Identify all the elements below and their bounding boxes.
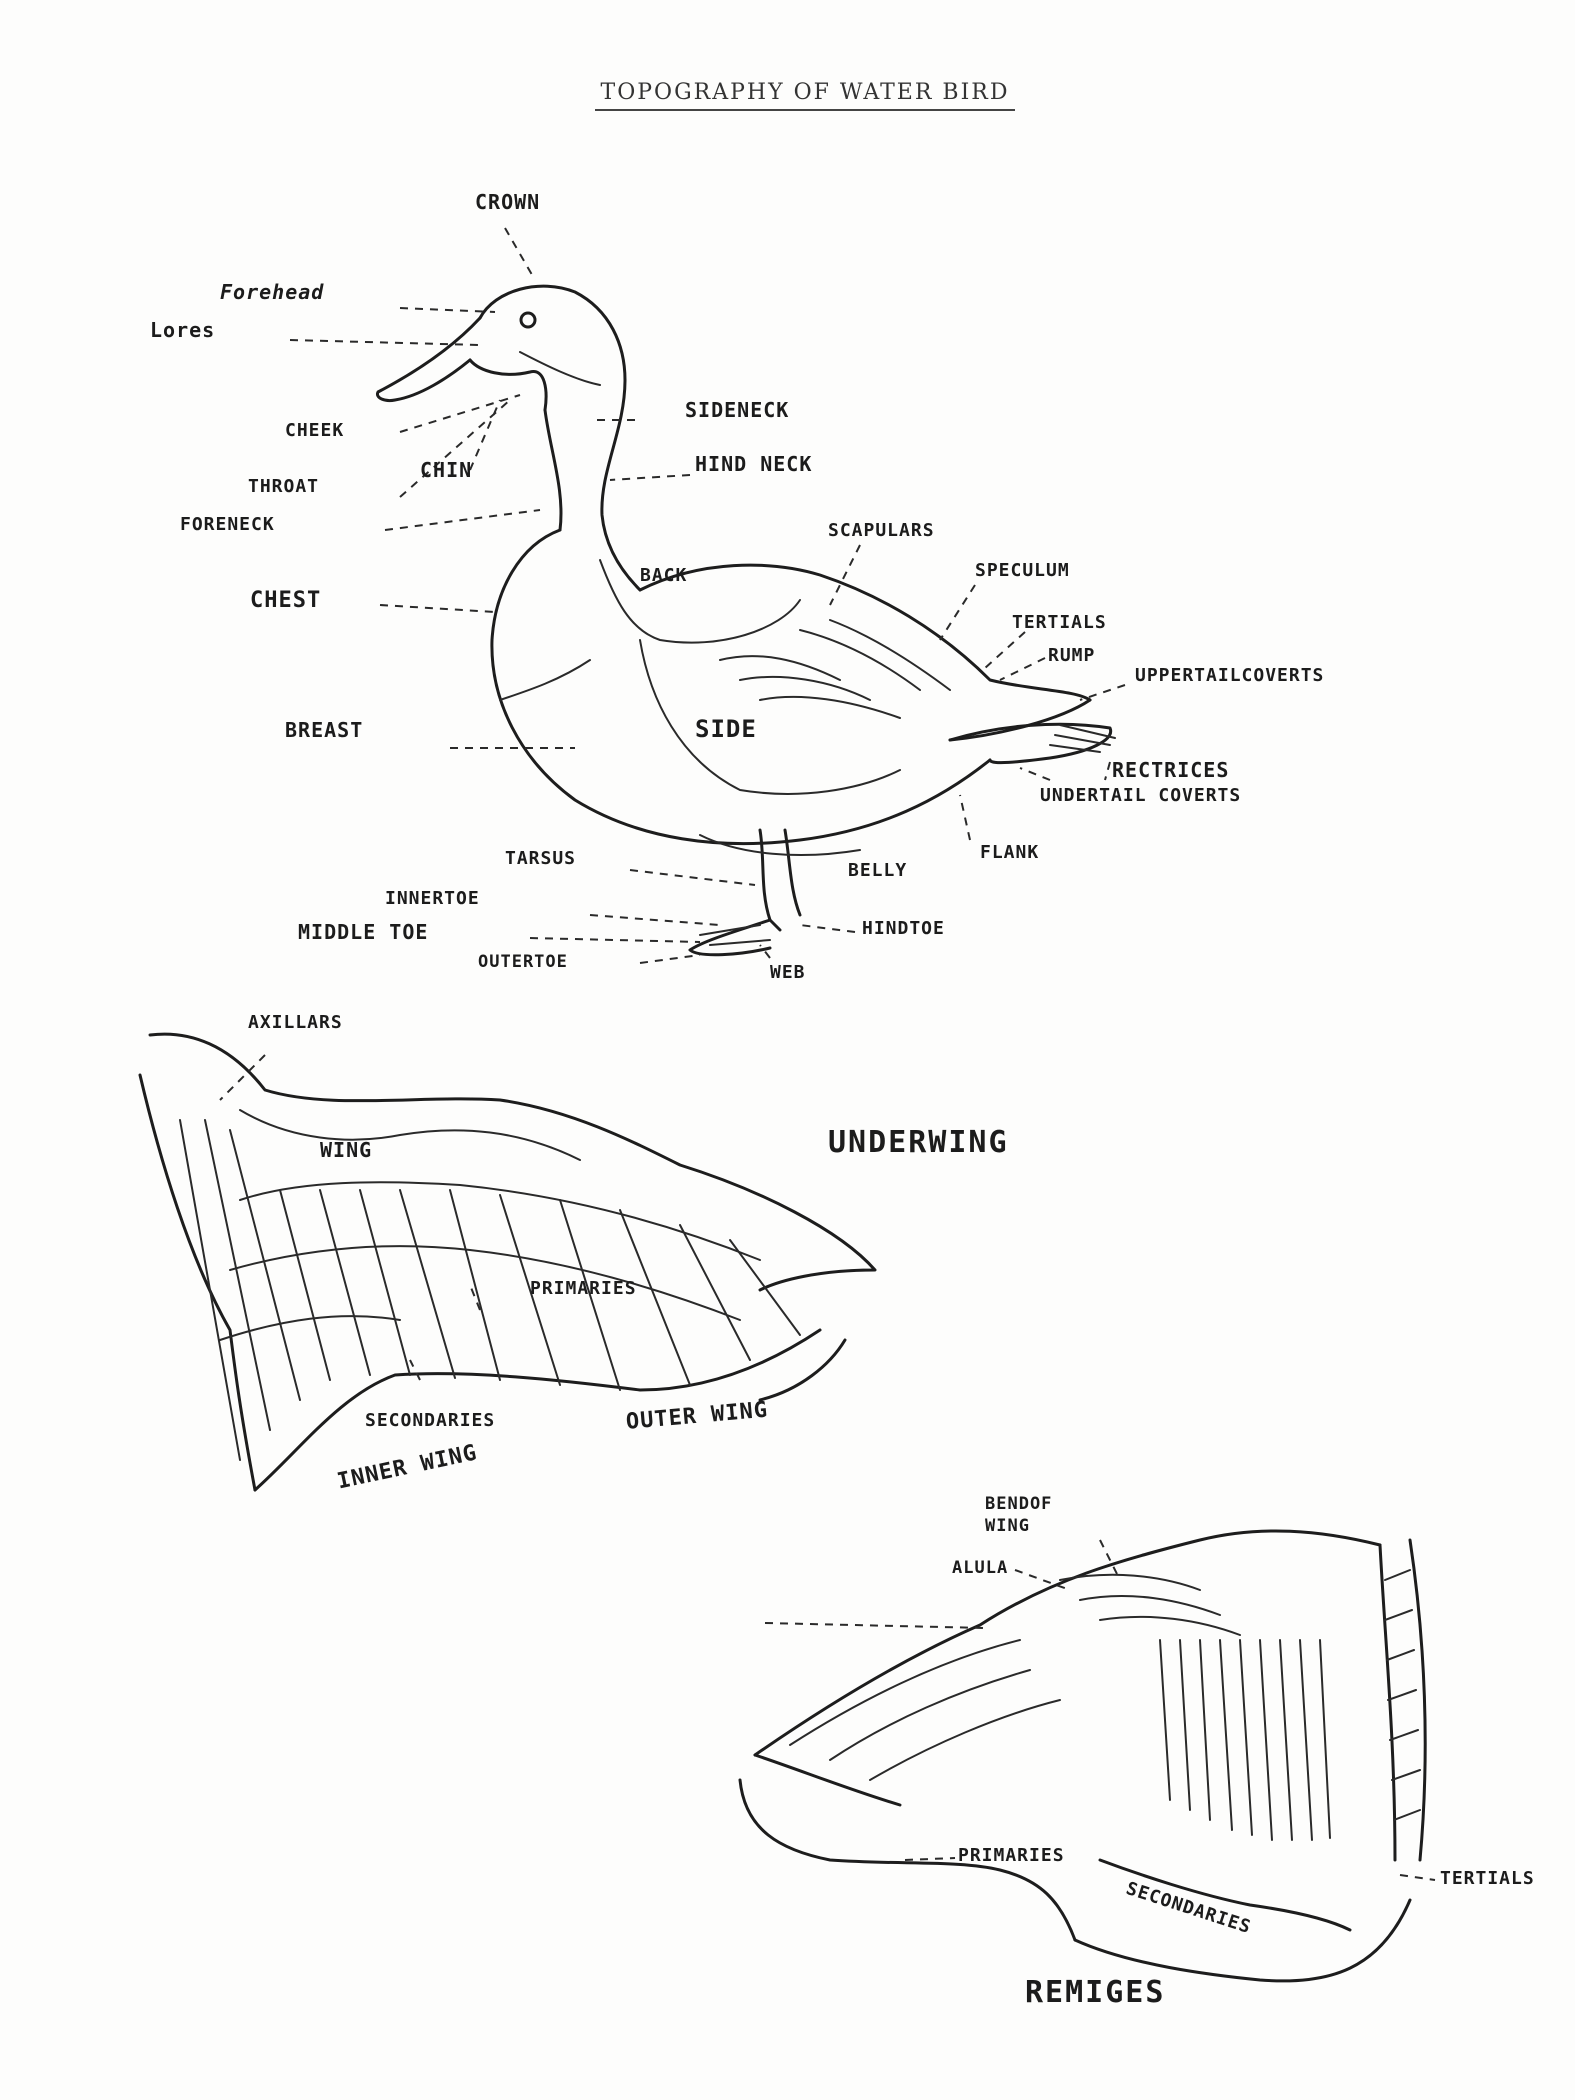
page-title: TOPOGRAPHY OF WATER BIRD <box>595 80 1015 111</box>
label-speculum: SPECULUM <box>975 560 1070 581</box>
label-forehead: Forehead <box>220 280 325 304</box>
label-underwing-primaries: PRIMARIES <box>530 1278 637 1299</box>
label-middle-toe: MIDDLE TOE <box>298 920 429 944</box>
label-breast: BREAST <box>285 718 364 742</box>
underwing-illustration <box>138 1032 877 1492</box>
label-axillars: AXILLARS <box>248 1012 343 1033</box>
label-flank: FLANK <box>980 842 1040 863</box>
label-foreneck: FORENECK <box>180 514 275 535</box>
upperwing-leader-lines <box>764 1539 1436 1881</box>
label-upperwing-tertials: TERTIALS <box>1440 1868 1535 1889</box>
upperwing-illustration <box>738 1529 1427 1983</box>
label-outertoe: OUTERTOE <box>478 952 568 972</box>
label-back: BACK <box>640 565 688 586</box>
label-side: SIDE <box>695 715 757 743</box>
label-cheek: CHEEK <box>285 420 345 441</box>
label-tertials: TERTIALS <box>1012 612 1107 633</box>
label-web: WEB <box>770 962 806 983</box>
label-innertoe: INNERTOE <box>385 888 480 909</box>
label-chest: CHEST <box>250 588 322 613</box>
label-underwing-secondaries: SECONDARIES <box>365 1410 496 1431</box>
label-wing: WING <box>320 1138 373 1162</box>
label-rump: RUMP <box>1048 645 1096 666</box>
label-alula: ALULA <box>952 1558 1009 1578</box>
underwing-heading: UNDERWING <box>828 1125 1009 1160</box>
label-hindtoe: HINDTOE <box>862 918 945 939</box>
label-crown: CROWN <box>475 190 541 214</box>
label-scapulars: SCAPULARS <box>828 520 935 541</box>
label-upperwing-primaries: PRIMARIES <box>958 1845 1065 1866</box>
underwing-leader-lines <box>219 1054 481 1381</box>
duck-illustration <box>376 284 1116 957</box>
duck-leader-lines <box>289 227 1126 964</box>
label-tarsus: TARSUS <box>505 848 577 869</box>
label-uppertail-coverts: UPPERTAILCOVERTS <box>1135 665 1325 686</box>
label-sideneck: SIDENECK <box>685 398 790 422</box>
label-lores: Lores <box>150 318 216 342</box>
label-throat: THROAT <box>248 476 320 497</box>
label-belly: BELLY <box>848 860 908 881</box>
label-rectrices: RECTRICES <box>1112 758 1230 782</box>
label-bend-of-wing: BENDOF WING <box>985 1494 1053 1536</box>
label-undertail-coverts: UNDERTAIL COVERTS <box>1040 785 1242 806</box>
label-chin: CHIN <box>420 458 473 482</box>
label-hindneck: HIND NECK <box>695 452 813 476</box>
label-remiges: REMIGES <box>1025 1975 1166 2010</box>
